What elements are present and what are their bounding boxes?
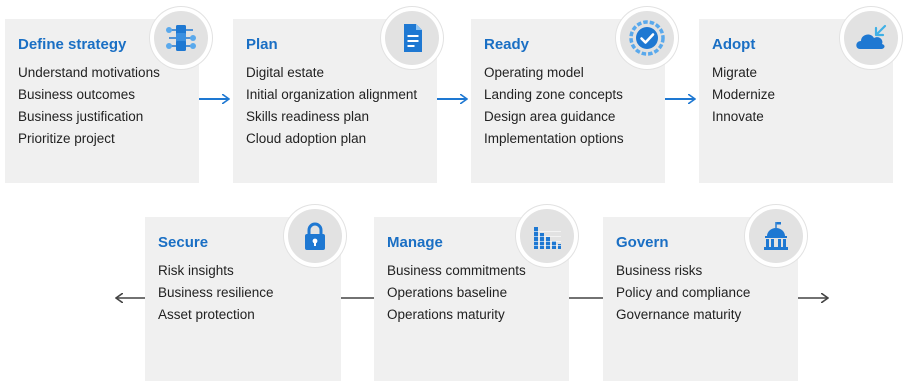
bar-chart-icon-badge [516,205,578,267]
checkmark-circle-icon-badge [616,7,678,69]
flowchart-icon [166,25,196,51]
stage-item: Business resilience [158,285,274,300]
stage-item: Business outcomes [18,87,136,102]
stage-title: Plan [246,36,278,53]
stage-item: Business justification [18,109,144,124]
flowchart-icon-badge [150,7,212,69]
stage-item: Policy and compliance [616,285,751,300]
stage-item: Risk insights [158,263,234,278]
stage-title: Secure [158,234,209,251]
stage-item: Business commitments [387,263,526,278]
stage-item: Governance maturity [616,307,742,322]
stage-item: Asset protection [158,307,255,322]
stage-title: Manage [387,234,443,251]
cloud-icon [856,24,887,49]
stage-item: Cloud adoption plan [246,131,367,146]
stage-item: Prioritize project [18,131,115,146]
stage-title: Adopt [712,36,756,53]
stage-item: Operations baseline [387,285,508,300]
stage-item: Understand motivations [18,65,160,80]
government-building-icon-badge [745,205,807,267]
stage-card-ready: Ready Operating model Landing zone conce… [471,19,665,183]
stage-item: Business risks [616,263,703,278]
stage-card-define-strategy: Define strategy Understand motivations B… [5,19,199,183]
lock-icon-badge [284,205,346,267]
stage-title: Govern [616,234,669,251]
bar-chart-icon [534,227,561,249]
document-icon [404,24,422,52]
stage-item: Operations maturity [387,307,505,322]
stage-item: Operating model [484,65,584,80]
stage-title: Define strategy [18,36,127,53]
lock-icon [305,222,325,250]
cloud-icon-badge [840,7,902,69]
stage-item: Modernize [712,87,776,102]
stage-title: Ready [484,36,530,53]
stage-item: Migrate [712,65,758,80]
government-building-icon [764,222,788,250]
stage-item: Implementation options [484,131,624,146]
stage-item: Design area guidance [484,109,616,124]
document-icon-badge [381,7,443,69]
stage-item: Landing zone concepts [484,87,623,102]
checkmark-circle-icon [629,20,665,56]
stage-item: Initial organization alignment [246,87,418,102]
stage-item: Innovate [712,109,764,124]
stage-item: Skills readiness plan [246,109,370,124]
stage-item: Digital estate [246,65,325,80]
